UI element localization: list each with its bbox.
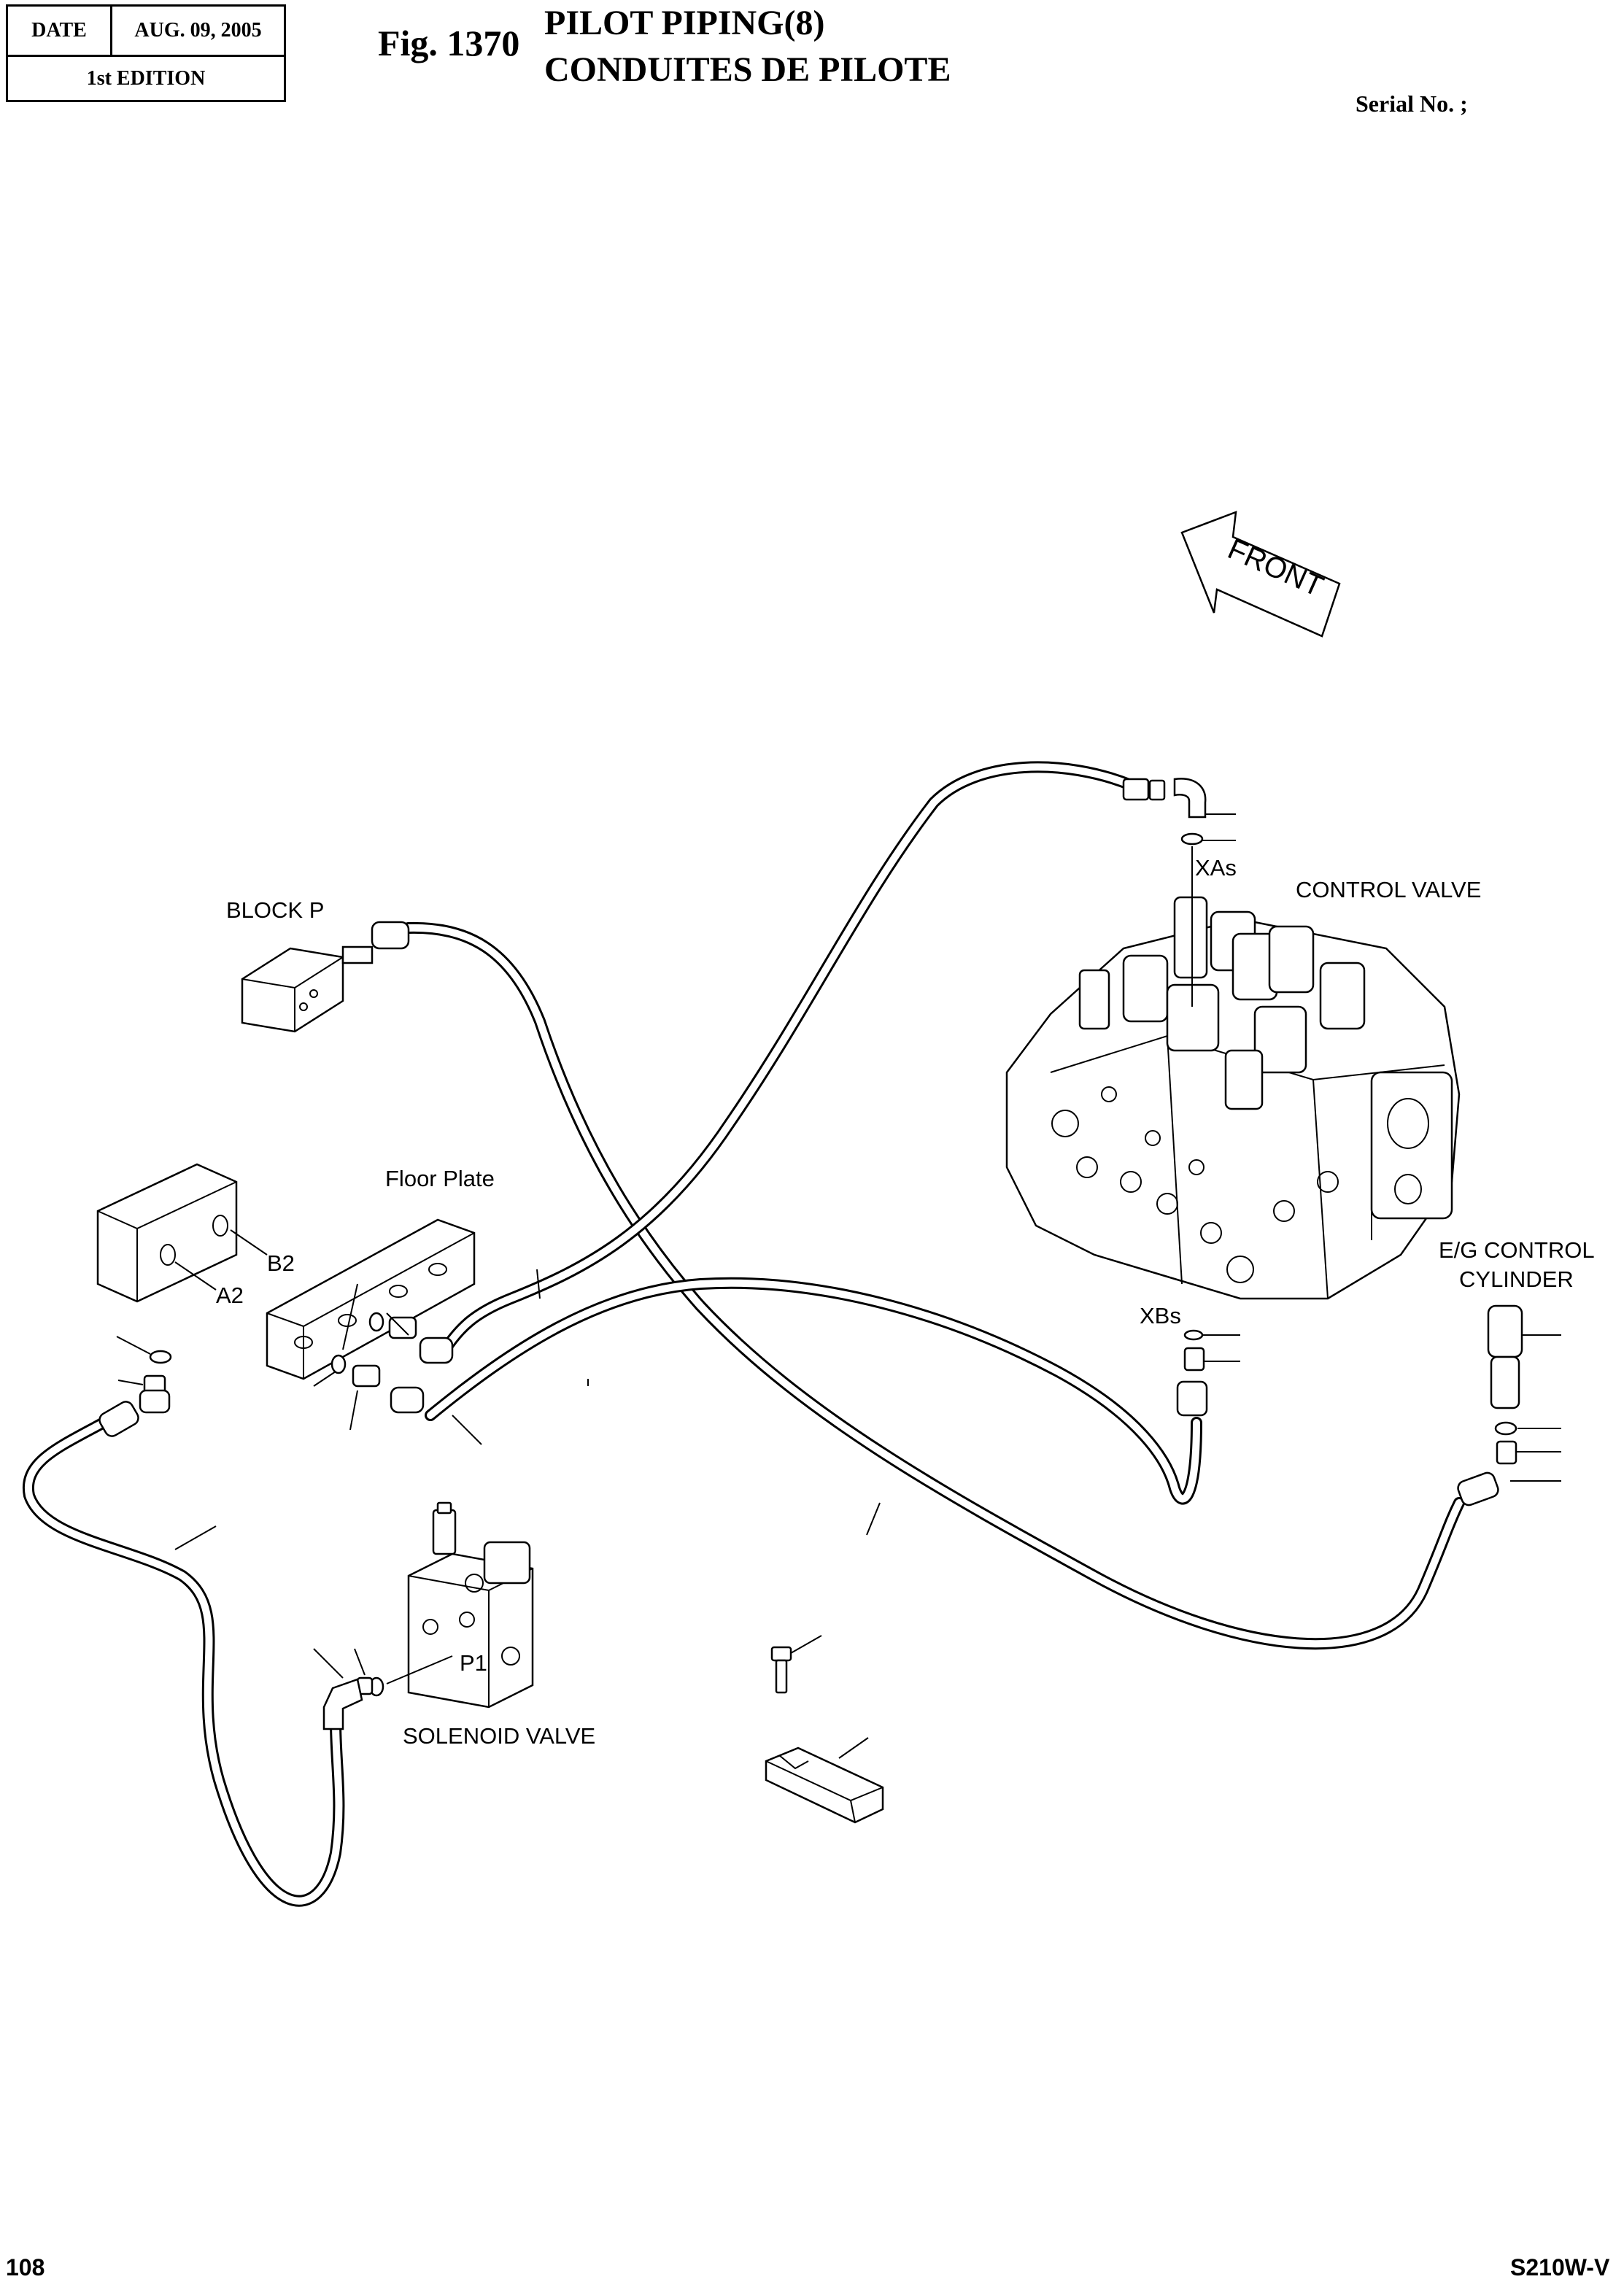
page-subtitle: CONDUITES DE PILOTE [544, 50, 951, 89]
xbs-label: XBs [1140, 1303, 1181, 1328]
block-p [241, 921, 410, 1033]
floor-plate [266, 1218, 476, 1380]
a2-label: A2 [216, 1283, 244, 1308]
b2-label: B2 [267, 1250, 295, 1276]
hose-a2-to-solenoid [22, 1409, 345, 1907]
xbs-fittings [1176, 1329, 1240, 1417]
hose-xas-to-floor-plate [439, 761, 1137, 1355]
edition-label: 1st EDITION [86, 66, 206, 90]
floor-plate-fittings [313, 1269, 589, 1445]
page-title: PILOT PIPING(8) [544, 4, 825, 42]
front-arrow: FRONT [1180, 511, 1341, 638]
eg-control-label-line1: E/G CONTROL [1439, 1237, 1595, 1263]
hose-leader-lines [174, 1502, 881, 1550]
hose-clamp [765, 1635, 884, 1824]
control-valve-label: CONTROL VALVE [1296, 877, 1481, 902]
hose-block-p-to-floor-plate [403, 921, 1465, 1650]
date-value: AUG. 09, 2005 [134, 19, 262, 42]
xas-label: XAs [1195, 855, 1237, 881]
serial-label: Serial No. ; [1356, 90, 1468, 117]
solenoid-valve-label: SOLENOID VALVE [403, 1723, 595, 1749]
hose-floor-plate-to-xbs [425, 1277, 1202, 1505]
p1-label: P1 [460, 1650, 487, 1676]
edition-box: DATE AUG. 09, 2005 1st EDITION [6, 4, 286, 102]
eg-control-label-line2: CYLINDER [1459, 1266, 1574, 1292]
date-label: DATE [8, 7, 112, 55]
xas-fittings [1122, 778, 1236, 1007]
floor-plate-label: Floor Plate [385, 1166, 495, 1191]
eg-control-cylinder [1457, 1304, 1561, 1506]
page-number: 108 [6, 2254, 45, 2281]
model-label: S210W-V [1510, 2254, 1610, 2281]
solenoid-valve [407, 1501, 534, 1709]
edition-box-row: DATE AUG. 09, 2005 [8, 7, 284, 57]
block-p-label: BLOCK P [226, 897, 324, 923]
floor-block [96, 1163, 238, 1303]
solenoid-fittings [313, 1648, 453, 1730]
figure-number: Fig. 1370 [378, 23, 520, 63]
a2-fittings [98, 1336, 172, 1437]
control-valve [1005, 896, 1461, 1300]
